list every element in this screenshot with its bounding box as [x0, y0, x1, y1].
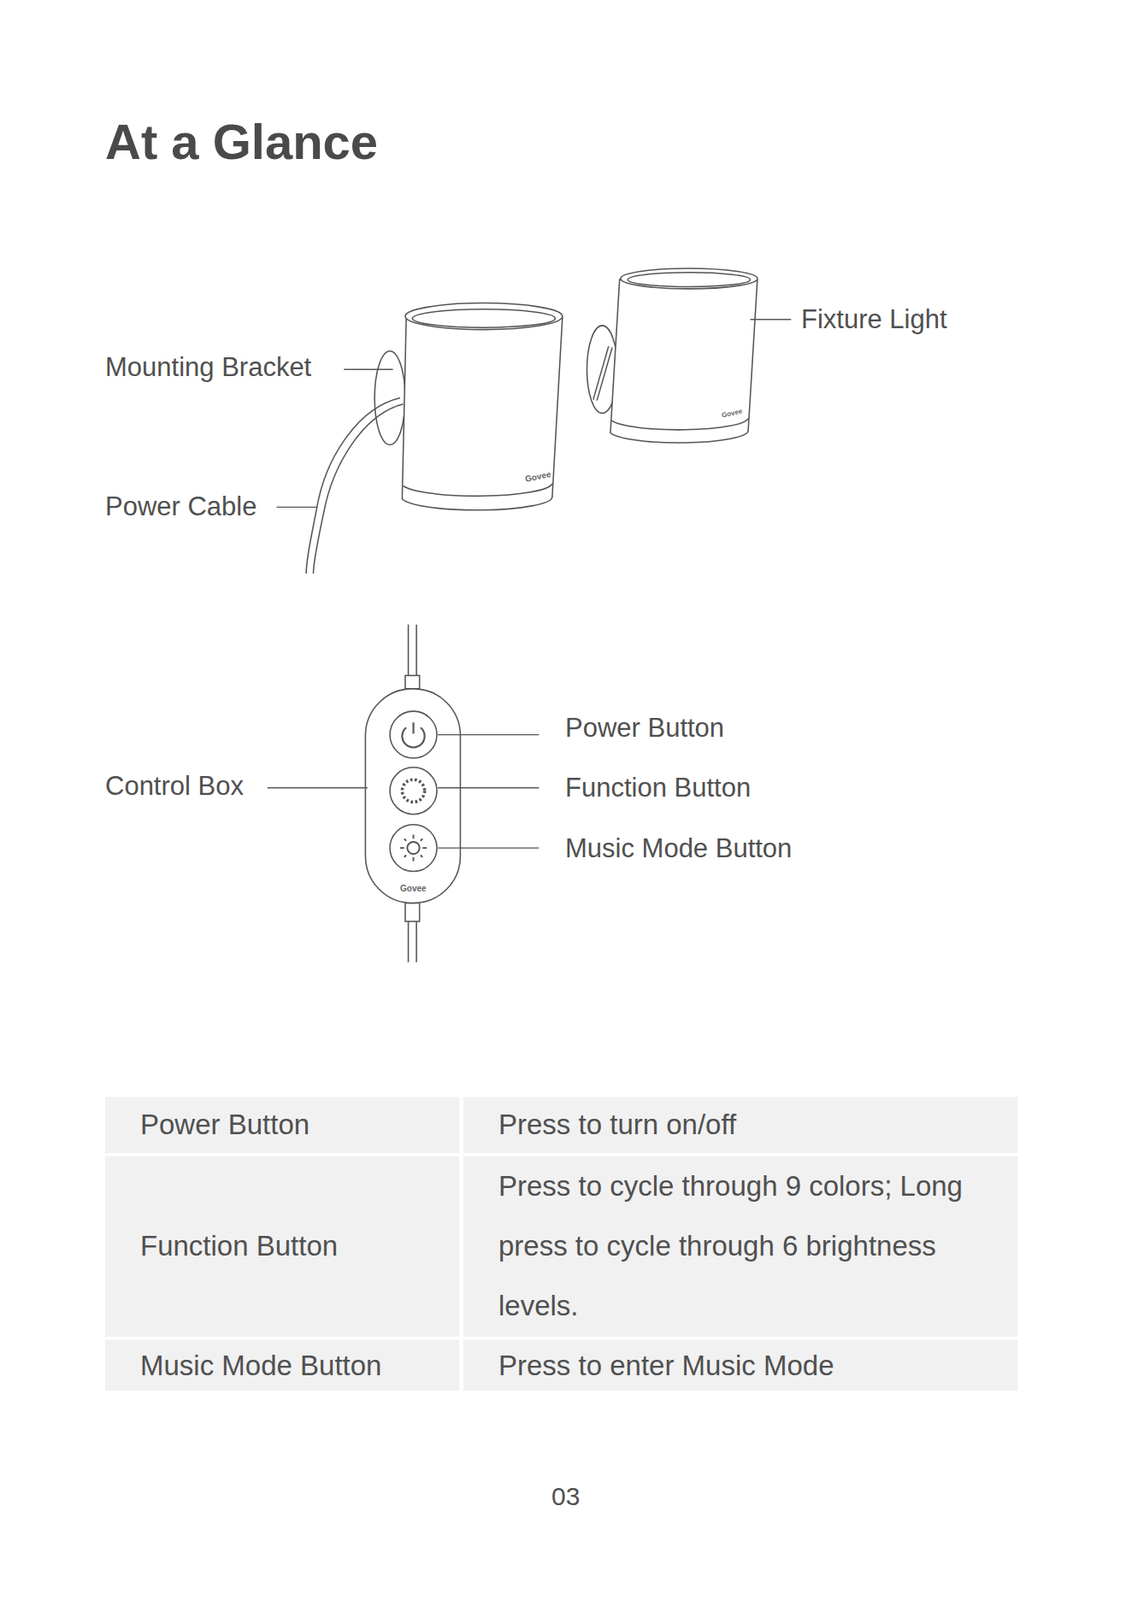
power-cable [306, 398, 401, 574]
brand-logo: Govee [400, 884, 427, 895]
part-label: Function Button [565, 772, 751, 804]
fixture-lights [306, 268, 758, 574]
fixture-light [401, 317, 562, 510]
table-cell: Music Mode Button [140, 1349, 382, 1384]
part-label: Music Mode Button [565, 832, 792, 865]
power-button [389, 711, 437, 759]
table-cell: Press to cycle through 9 colors; Long pr… [498, 1156, 1003, 1337]
table-cell: Function Button [140, 1229, 338, 1264]
mounting-bracket [374, 351, 406, 446]
part-label: Control Box [105, 770, 244, 802]
part-label: Mounting Bracket [105, 351, 312, 384]
music-mode-button [389, 825, 437, 873]
page-number: 03 [551, 1481, 580, 1513]
part-label: Power Cable [105, 490, 257, 523]
part-label: Fixture Light [801, 303, 948, 336]
control-box [365, 624, 460, 963]
page-title: At a Glance [105, 112, 378, 171]
table-cell: Press to turn on/off [498, 1108, 737, 1143]
spec-table [105, 1096, 1018, 1392]
table-cell: Press to enter Music Mode [498, 1349, 835, 1384]
fixture-light [610, 279, 758, 443]
function-button [389, 767, 437, 815]
leader-lines [267, 319, 791, 849]
table-cell: Power Button [140, 1108, 310, 1143]
part-label: Power Button [565, 712, 725, 744]
